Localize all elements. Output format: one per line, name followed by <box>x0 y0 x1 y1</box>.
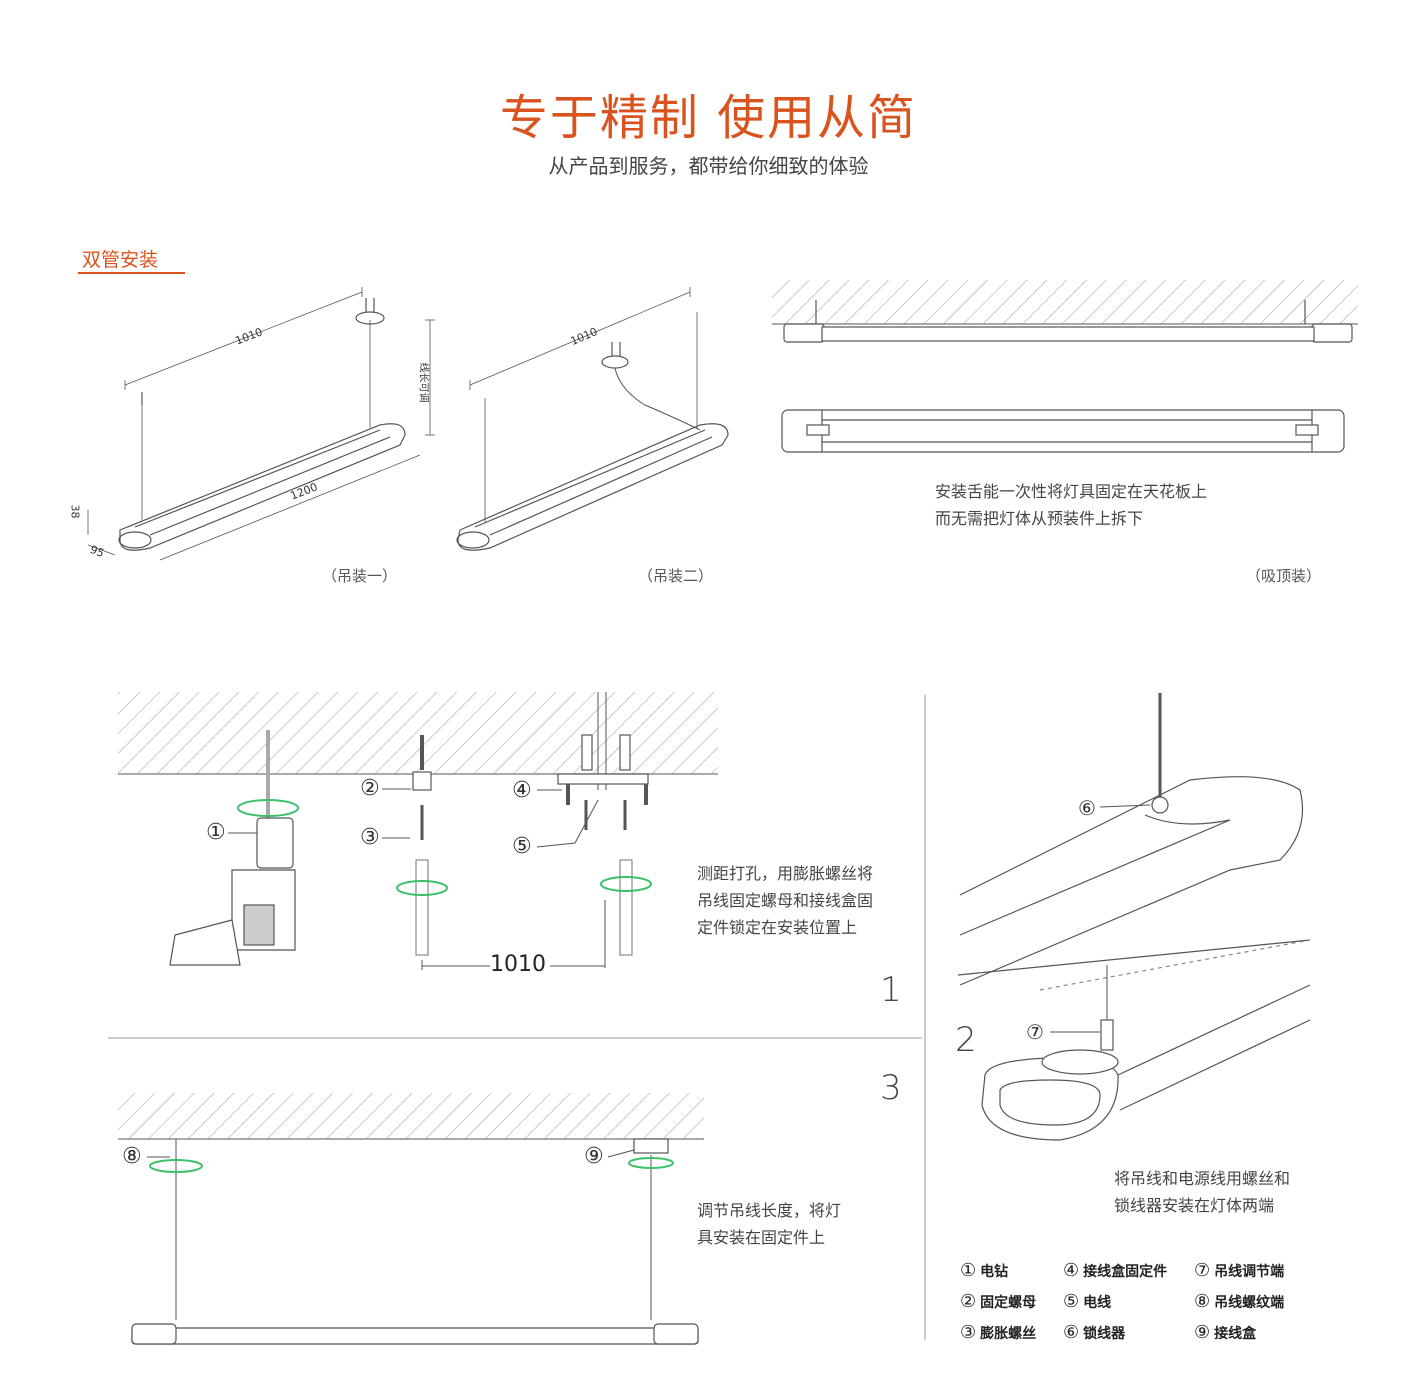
callout-4: ④ <box>512 778 532 803</box>
callout-9: ⑨ <box>584 1144 604 1169</box>
step3-desc-line1: 调节吊线长度，将灯 <box>697 1201 842 1220</box>
step2-desc-line2: 锁线器安装在灯体两端 <box>1114 1196 1275 1215</box>
callout-8: ⑧ <box>122 1144 142 1169</box>
callout-1: ① <box>206 820 226 845</box>
callout-5: ⑤ <box>512 834 532 859</box>
callout-2: ② <box>360 776 380 801</box>
step1-desc-line2: 吊线固定螺母和接线盒固 <box>697 891 874 910</box>
step1-desc-line1: 测距打孔，用膨胀螺丝将 <box>697 864 874 883</box>
callout-6: ⑥ <box>1078 796 1096 820</box>
step1-drawing <box>118 692 718 970</box>
page-subtitle: 从产品到服务，都带给你细致的体验 <box>548 154 869 178</box>
step3-drawing <box>118 1093 704 1345</box>
step3-desc: 调节吊线长度，将灯 具安装在固定件上 <box>697 1197 841 1251</box>
step3-desc-line2: 具安装在固定件上 <box>697 1228 826 1247</box>
figure-suspended-1 <box>87 287 435 561</box>
callout-3: ③ <box>360 825 380 850</box>
caption-suspended-2: （吊装二） <box>638 567 714 585</box>
figure-ceiling-mount <box>772 280 1358 453</box>
callout-7: ⑦ <box>1026 1020 1044 1044</box>
step1-number: 1 <box>880 970 902 1010</box>
dim-38: 38 <box>68 504 82 519</box>
step2-desc: 将吊线和电源线用螺丝和 锁线器安装在灯体两端 <box>1114 1165 1290 1219</box>
section-label: 双管安装 <box>82 249 159 271</box>
ceiling-desc: 安装舌能一次性将灯具固定在天花板上 而无需把灯体从预装件上拆下 <box>935 478 1207 532</box>
step1-desc-line3: 定件锁定在安装位置上 <box>697 918 858 937</box>
page-title: 专于精制 使用从简 <box>499 90 918 146</box>
ceiling-desc-line2: 而无需把灯体从预装件上拆下 <box>935 509 1144 528</box>
step1-desc: 测距打孔，用膨胀螺丝将 吊线固定螺母和接线盒固 定件锁定在安装位置上 <box>697 860 873 941</box>
step3-number: 3 <box>880 1068 902 1108</box>
caption-suspended-1: （吊装一） <box>322 567 398 585</box>
vertical-length-label: 线长可调 <box>417 362 429 403</box>
step1-dim-1010: 1010 <box>490 952 546 977</box>
caption-ceiling-mount: （吸顶装） <box>1246 567 1322 585</box>
step2-number: 2 <box>955 1020 977 1060</box>
step2-desc-line1: 将吊线和电源线用螺丝和 <box>1114 1169 1291 1188</box>
ceiling-desc-line1: 安装舌能一次性将灯具固定在天花板上 <box>935 482 1208 501</box>
section-underline <box>78 272 185 274</box>
step2-drawing <box>957 693 1311 1141</box>
figure-suspended-2 <box>456 287 729 551</box>
